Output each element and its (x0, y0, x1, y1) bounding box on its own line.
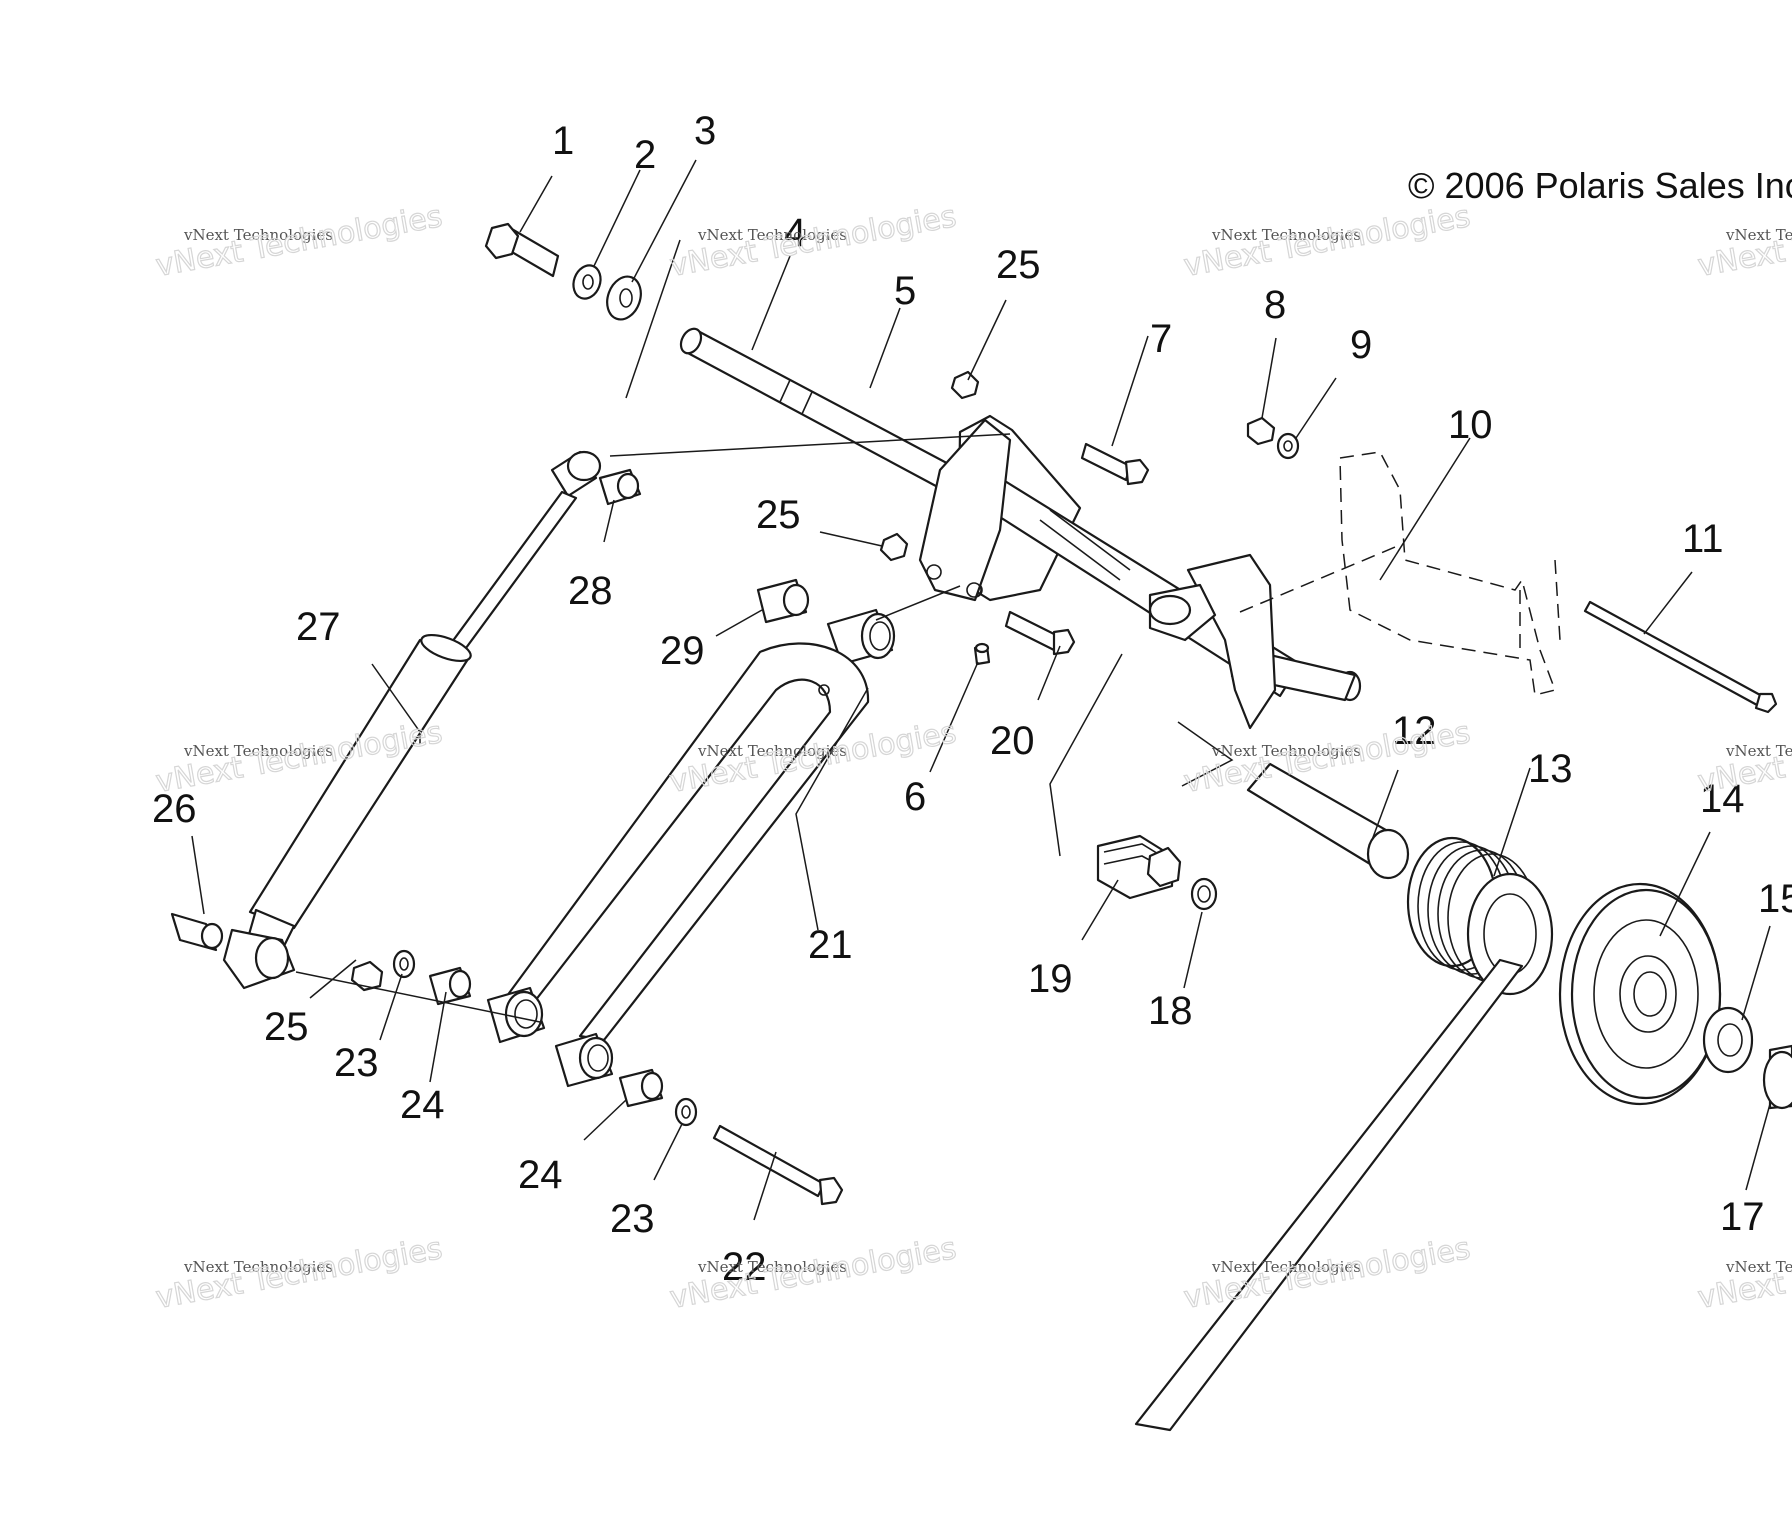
watermark-text-large: vNext Technologies (1695, 199, 1792, 284)
callout-24-a: 24 (400, 1083, 445, 1127)
callout-11: 11 (1682, 517, 1724, 561)
callout-24-b: 24 (518, 1153, 563, 1197)
leader-lines (191, 159, 1771, 1221)
watermark-text-large: vNext Technologies (153, 199, 445, 284)
part-5-shaft (679, 327, 977, 502)
callout-19: 19 (1028, 957, 1073, 1001)
callout-18: 18 (1148, 989, 1193, 1033)
part-17-bushing (1762, 1044, 1792, 1110)
part-6-grease-fitting (973, 642, 991, 666)
callout-15: 15 (1758, 877, 1792, 921)
callout-25-top: 25 (996, 243, 1041, 287)
watermark-text-large: vNext Technologies (153, 1231, 445, 1316)
part-2-washer (572, 264, 602, 300)
watermark-text-large: vNext Technologies (667, 1231, 959, 1316)
part-crossbar (927, 414, 1362, 730)
callout-8: 8 (1264, 283, 1286, 327)
callout-28: 28 (568, 569, 613, 613)
part-8-nut (1246, 416, 1276, 446)
part-28-bushing (598, 468, 642, 506)
copyright-notice: © 2006 Polaris Sales Inc. (1408, 165, 1792, 206)
callout-labels: 1 2 3 4 5 25 7 8 9 10 11 25 28 27 29 6 2… (152, 109, 1792, 1289)
watermark-text: vNext Technologies (1211, 1258, 1361, 1276)
part-23-washer-a (392, 949, 416, 979)
callout-29: 29 (660, 629, 705, 673)
part-13-spring (1134, 836, 1554, 1432)
callout-2: 2 (634, 133, 656, 177)
callout-12: 12 (1392, 709, 1437, 753)
watermark-text: vNext Technologies (697, 742, 847, 760)
part-25-nut-mid (879, 532, 909, 562)
part-23-washer-b (674, 1097, 698, 1127)
callout-23-b: 23 (610, 1197, 655, 1241)
part-26-bushing (170, 912, 224, 952)
callout-14: 14 (1700, 777, 1745, 821)
watermark-text: vNext Technologies (183, 742, 333, 760)
callout-7: 7 (1150, 317, 1172, 361)
watermark-text-large: vNext Technologies (1181, 1231, 1473, 1316)
part-15-washer (1702, 1006, 1754, 1074)
part-25-nut-top (950, 370, 980, 400)
watermark-text: vNext Technologies (1725, 226, 1792, 244)
watermark-text: vNext Technologies (1211, 226, 1361, 244)
callout-13: 13 (1528, 747, 1573, 791)
part-21-arm (486, 642, 870, 1088)
watermark-text: vNext Technologies (183, 1258, 333, 1276)
callout-9: 9 (1350, 323, 1372, 367)
part-1-bolt (484, 222, 560, 278)
part-bracket-reference (1239, 451, 1561, 696)
callout-20: 20 (990, 719, 1035, 763)
watermark-text-large: vNext Technologies (1695, 1231, 1792, 1316)
part-25-nut-lower (350, 960, 384, 992)
callout-10: 10 (1448, 403, 1493, 447)
part-24-bushing-a (428, 966, 472, 1006)
callout-21: 21 (808, 923, 853, 967)
part-9-washer (1276, 432, 1300, 460)
callout-26: 26 (152, 787, 197, 831)
watermark-text-large: vNext Technologies (1695, 715, 1792, 800)
part-7-bolt (1080, 442, 1150, 486)
part-24-bushing-b (618, 1068, 664, 1108)
callout-3: 3 (694, 109, 716, 153)
part-side-plate (918, 418, 1012, 602)
callout-25-lower: 25 (264, 1005, 309, 1049)
part-11-rod (1583, 600, 1778, 714)
part-12-sleeve (1246, 762, 1410, 880)
callout-25-mid: 25 (756, 493, 801, 537)
callout-1: 1 (552, 119, 574, 163)
part-27-shock (222, 450, 602, 990)
callout-5: 5 (894, 269, 916, 313)
watermark-text: vNext Technologies (1211, 742, 1361, 760)
callout-17: 17 (1720, 1195, 1765, 1239)
part-bushing-large (826, 608, 896, 666)
part-3-washer (606, 275, 642, 321)
callout-23-a: 23 (334, 1041, 379, 1085)
callout-22: 22 (722, 1245, 767, 1289)
callout-4: 4 (784, 211, 806, 255)
watermark-text: vNext Technologies (697, 1258, 847, 1276)
part-29-bushing (756, 578, 810, 624)
part-20-bolt (1004, 610, 1076, 656)
callout-27: 27 (296, 605, 341, 649)
watermark-text-large: vNext Technologies (1181, 199, 1473, 284)
part-22-bolt (712, 1124, 844, 1206)
watermark-text: vNext Technologies (1725, 742, 1792, 760)
part-18-washer (1190, 877, 1218, 911)
watermark-text: vNext Technologies (697, 226, 847, 244)
part-19-adjuster (1096, 834, 1182, 900)
watermark-text: vNext Technologies (183, 226, 333, 244)
part-14-wheel (1558, 882, 1722, 1106)
callout-6: 6 (904, 775, 926, 819)
watermark-text-large: vNext Technologies (1181, 715, 1473, 800)
watermark-text: vNext Technologies (1725, 1258, 1792, 1276)
